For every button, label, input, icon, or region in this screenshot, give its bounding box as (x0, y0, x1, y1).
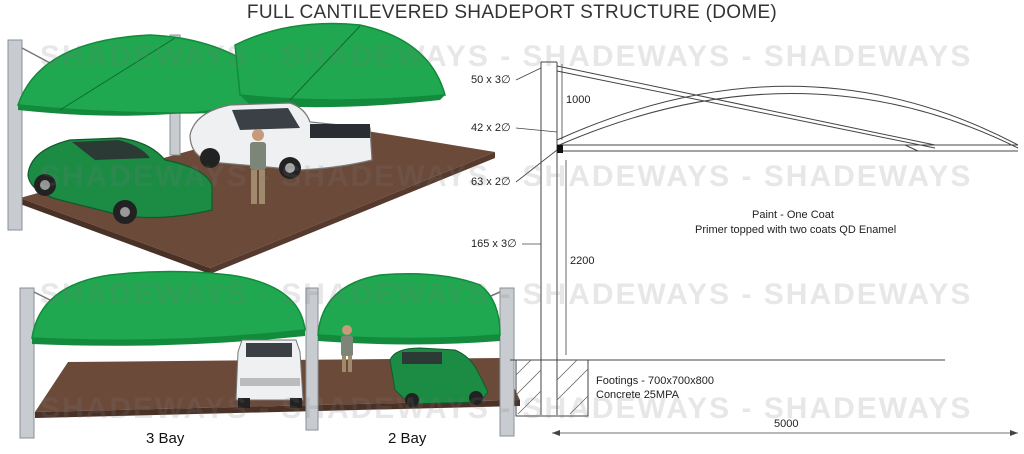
column-center (305, 287, 319, 431)
watermark: SHADEWAYS - SHADEWAYS - SHADEWAYS - SHAD… (40, 278, 973, 311)
green-car (27, 137, 213, 224)
dim-span: 5000 (774, 418, 799, 430)
label-pipe-top: 50 x 3∅ (471, 74, 511, 86)
column-left (19, 287, 35, 439)
top-perspective-scene (7, 22, 495, 274)
label-pipe-column: 165 x 3∅ (471, 238, 517, 250)
diagonal-top-pipe (556, 65, 936, 146)
green-car-rear (389, 347, 489, 407)
deck-floor (20, 120, 495, 268)
bay-label-2: 2 Bay (388, 430, 427, 447)
shade-canopy-right (234, 22, 446, 101)
white-ute-front (235, 339, 304, 408)
shade-canopy-2bay (317, 273, 501, 340)
watermark: SHADEWAYS - SHADEWAYS - SHADEWAYS - SHAD… (40, 392, 973, 425)
dim-rise: 1000 (566, 94, 591, 106)
footings-note-line2: Concrete 25MPA (596, 389, 679, 401)
dim-height: 2200 (570, 255, 595, 267)
shade-canopy-3bay (31, 270, 306, 341)
column-right (499, 287, 515, 437)
person-figure-front (341, 325, 353, 372)
bottom-front-scene (19, 270, 520, 439)
column-left-front (7, 39, 23, 231)
footing-block (515, 359, 589, 417)
paint-note-line2: Primer topped with two coats QD Enamel (695, 224, 897, 236)
bay-label-3: 3 Bay (146, 430, 185, 447)
person-figure (250, 129, 266, 204)
paint-note-line1: Paint - One Coat (752, 209, 834, 221)
arch-inner (556, 93, 1019, 149)
page-title: FULL CANTILEVERED SHADEPORT STRUCTURE (D… (246, 2, 778, 23)
footings-note-line1: Footings - 700x700x800 (596, 375, 715, 387)
arch-outer (556, 85, 1019, 146)
label-pipe-arch: 42 x 2∅ (471, 122, 511, 134)
technical-drawing (510, 61, 1019, 436)
white-ute (189, 102, 373, 179)
watermark: SHADEWAYS - SHADEWAYS - SHADEWAYS - SHAD… (40, 160, 973, 193)
watermark: SHADEWAYS - SHADEWAYS - SHADEWAYS - SHAD… (40, 40, 973, 73)
label-pipe-beam: 63 x 2∅ (471, 176, 511, 188)
